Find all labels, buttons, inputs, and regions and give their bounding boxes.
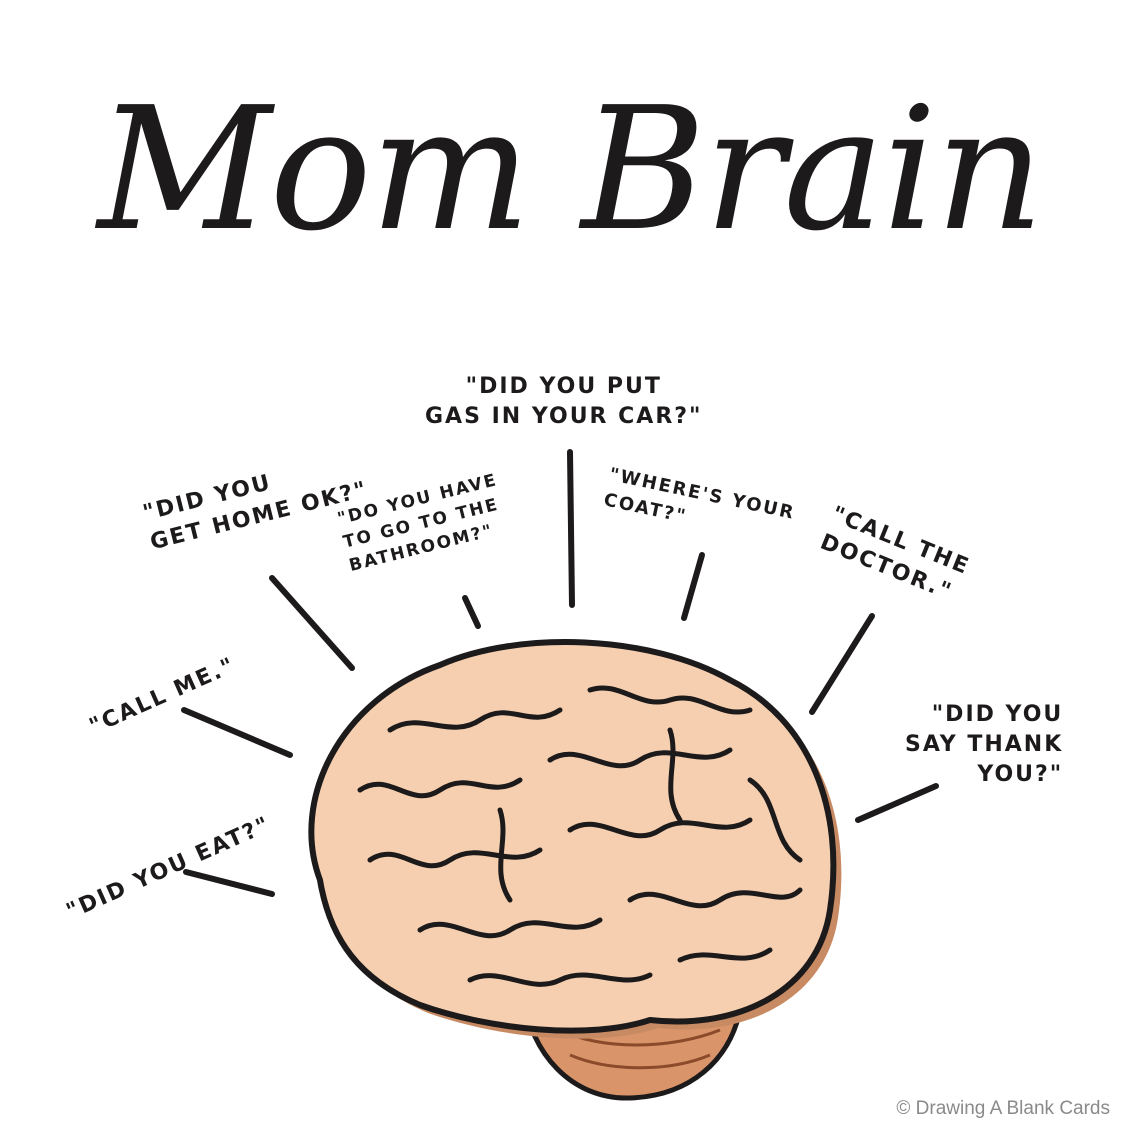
quote-thank: "DID YOU SAY THANK YOU?" [905,702,1064,787]
quote-gas: "DID YOU PUT GAS IN YOUR CAR?" [425,374,703,429]
pointer-line-gas [567,449,575,608]
pointer-line-home [269,575,355,671]
page-title: Mom Brain [97,71,1044,269]
pointer-line-coat [681,552,705,621]
brain-body [308,639,837,1034]
pointer-line-doctor [809,613,875,715]
copyright-credit: © Drawing A Blank Cards [896,1098,1110,1119]
pointer-line-eat [183,869,275,897]
brain-illustration [308,639,842,1101]
pointer-line-callme [181,707,293,758]
pointer-line-thank [855,783,939,823]
pointer-line-bathroom [462,595,481,629]
